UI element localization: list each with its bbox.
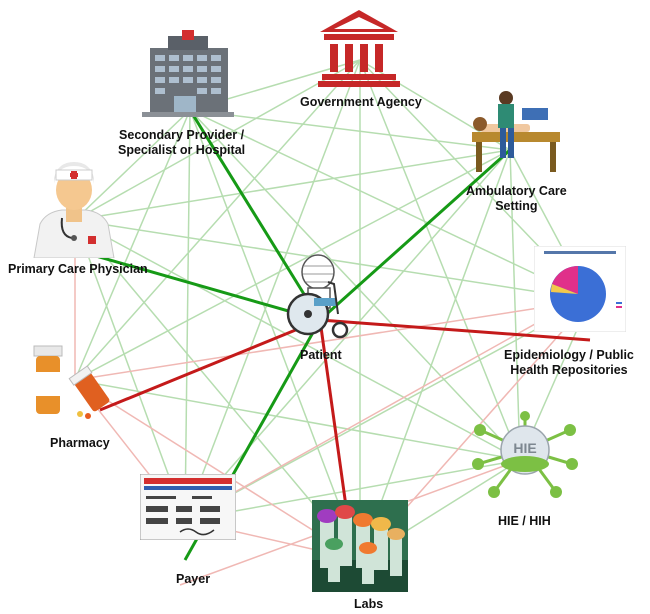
patient-wheelchair-icon (286, 254, 349, 339)
primary-care-label: Primary Care Physician (8, 262, 148, 276)
secondary-provider-line2: Specialist or Hospital (118, 143, 246, 157)
payer-label: Payer (176, 572, 211, 586)
hospital-icon (142, 30, 234, 117)
ambulatory-care-icon (472, 91, 560, 172)
hie-network-icon: HIE (472, 411, 578, 498)
lab-test-tubes-icon (312, 500, 408, 592)
pill-bottle-icon (33, 345, 110, 419)
government-building-icon (318, 10, 400, 87)
hie-label: HIE / HIH (498, 514, 551, 528)
epidemiology-line1: Epidemiology / Public (504, 348, 634, 362)
hie-icon-text: HIE (513, 440, 536, 456)
physician-icon (33, 162, 115, 258)
ambulatory-care-label: Ambulatory Care Setting (466, 184, 567, 214)
labs-label: Labs (354, 597, 384, 611)
government-agency-label: Government Agency (300, 95, 422, 109)
pie-chart-icon (534, 246, 626, 332)
ambulatory-care-line2: Setting (495, 199, 538, 213)
patient-label: Patient (300, 348, 342, 362)
epidemiology-line2: Health Repositories (510, 363, 628, 377)
insurance-card-icon (140, 474, 236, 540)
epidemiology-label: Epidemiology / Public Health Repositorie… (504, 348, 634, 378)
pharmacy-label: Pharmacy (50, 436, 110, 450)
light-connections (74, 59, 591, 586)
secondary-provider-label: Secondary Provider / Specialist or Hospi… (118, 128, 245, 158)
secondary-provider-line1: Secondary Provider / (119, 128, 245, 142)
ambulatory-care-line1: Ambulatory Care (466, 184, 567, 198)
